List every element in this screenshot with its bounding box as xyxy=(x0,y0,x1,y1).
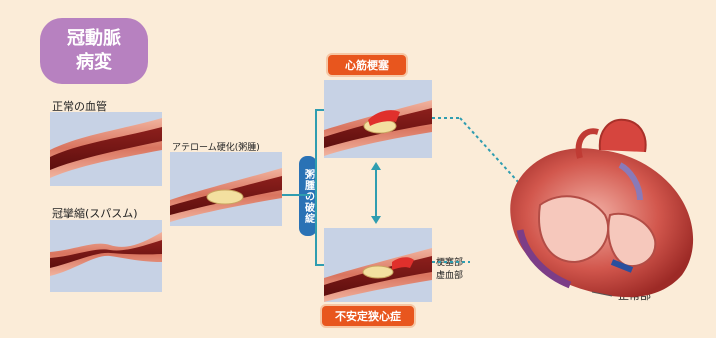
arrow-down-icon xyxy=(371,216,381,224)
normal-vessel-panel xyxy=(50,112,162,186)
heart-illustration xyxy=(510,120,693,297)
infarction-panel xyxy=(324,80,432,158)
angina-panel xyxy=(324,228,432,302)
atheroma-panel xyxy=(170,152,282,226)
arrow-up-icon xyxy=(371,162,381,170)
spasm-panel xyxy=(50,220,162,292)
